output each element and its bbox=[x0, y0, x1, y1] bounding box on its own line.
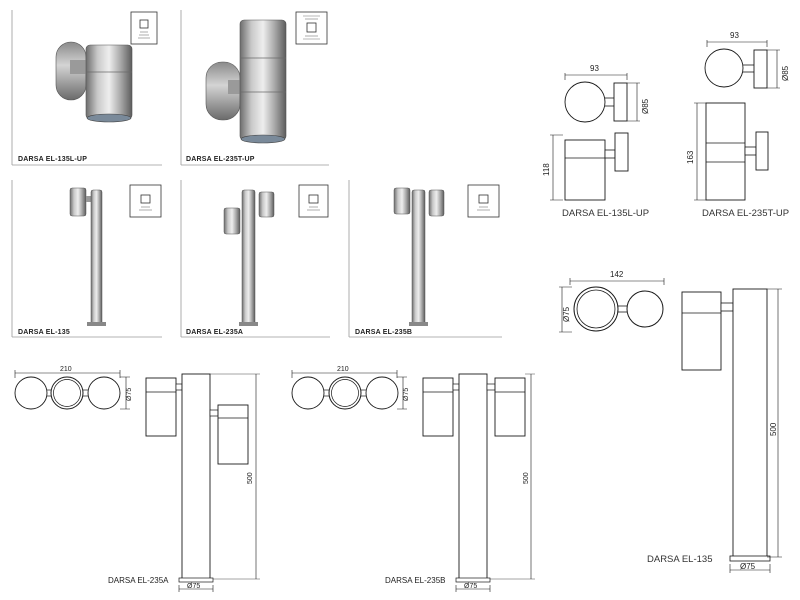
light-down-icon bbox=[129, 184, 162, 218]
dimension-height: 118 bbox=[542, 163, 551, 176]
drawing-el135l-up: 93 Ø85 118 DARSA EL-135L-UP bbox=[542, 64, 650, 219]
drawing-el135: 142 Ø75 500 Ø75 DARSA EL-135 bbox=[559, 270, 782, 573]
drawing-label: DARSA EL-235T-UP bbox=[702, 208, 789, 219]
dimension-base: Ø75 bbox=[187, 583, 200, 590]
dimension-height: 500 bbox=[523, 472, 530, 484]
drawing-el235a: 210 Ø75 500 Ø75 DARSA EL-235A bbox=[14, 366, 260, 592]
product-panel-el135: DARSA EL-135 bbox=[11, 180, 162, 338]
drawing-label: DARSA EL-235B bbox=[385, 576, 445, 585]
dimension-base: Ø75 bbox=[464, 583, 477, 590]
product-panel-el235t-up: DARSA EL-235T-UP bbox=[180, 10, 329, 166]
light-down-icon bbox=[130, 11, 158, 45]
product-label: DARSA EL-135L-UP bbox=[18, 156, 87, 163]
dimension-width: 210 bbox=[60, 366, 72, 373]
dimension-diameter: Ø85 bbox=[781, 65, 790, 81]
product-label: DARSA EL-235B bbox=[355, 329, 412, 336]
product-panel-el235b: DARSA EL-235B bbox=[348, 180, 502, 338]
dimension-height: 500 bbox=[769, 422, 778, 436]
light-down-icon bbox=[467, 184, 500, 218]
product-panel-el235a: DARSA EL-235A bbox=[180, 180, 330, 338]
product-photo-el135l-up bbox=[55, 41, 133, 123]
dimension-width: 210 bbox=[337, 366, 349, 373]
product-panel-el135l-up: DARSA EL-135L-UP bbox=[11, 10, 162, 166]
light-down-icon bbox=[298, 184, 329, 218]
dimension-width: 93 bbox=[730, 31, 739, 40]
dimension-diameter: Ø85 bbox=[641, 98, 650, 114]
dimension-diameter: Ø75 bbox=[403, 388, 410, 401]
drawing-el235t-up: 93 Ø85 163 DARSA EL-235T-UP bbox=[686, 31, 790, 219]
product-label: DARSA EL-135 bbox=[18, 329, 70, 336]
dimension-width: 142 bbox=[610, 270, 624, 279]
product-label: DARSA EL-235T-UP bbox=[186, 156, 255, 163]
drawing-label: DARSA EL-135L-UP bbox=[562, 208, 649, 219]
product-label: DARSA EL-235A bbox=[186, 329, 243, 336]
product-photo-el235b bbox=[393, 187, 445, 326]
product-photo-el135 bbox=[69, 187, 106, 326]
light-up-down-icon bbox=[295, 11, 328, 45]
dimension-base: Ø75 bbox=[740, 562, 756, 571]
drawing-label: DARSA EL-235A bbox=[108, 576, 169, 585]
drawing-el235b: 210 Ø75 500 Ø75 DARSA EL-235B bbox=[291, 366, 535, 592]
drawing-label: DARSA EL-135 bbox=[647, 554, 712, 565]
dimension-height: 163 bbox=[686, 150, 695, 164]
product-photo-el235a bbox=[223, 189, 275, 326]
dimension-diameter: Ø75 bbox=[562, 306, 571, 322]
dimension-diameter: Ø75 bbox=[126, 388, 133, 401]
dimension-width: 93 bbox=[590, 64, 599, 73]
product-photo-el235t-up bbox=[205, 19, 287, 144]
dimension-height: 500 bbox=[247, 472, 254, 484]
